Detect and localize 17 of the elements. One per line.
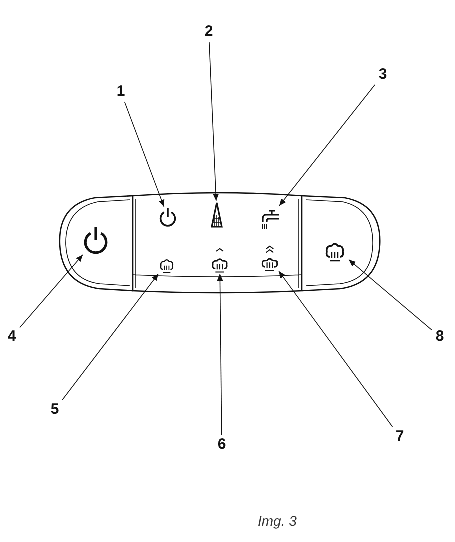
leader-line [279, 84, 376, 206]
leader-line [124, 102, 165, 208]
leader-line [20, 254, 84, 328]
callout-number: 4 [8, 326, 16, 347]
leader-line [278, 270, 394, 428]
callout-number: 8 [436, 326, 444, 347]
callout-number: 5 [50, 400, 60, 420]
callout-number: 2 [204, 22, 214, 42]
caption: Img. 3 [258, 512, 297, 531]
leader-line [209, 42, 220, 202]
leader-line [348, 259, 432, 331]
callout-number: 3 [378, 64, 388, 85]
callout-number: 6 [218, 434, 226, 455]
callout-number: 1 [116, 82, 126, 102]
callout-number: 7 [396, 426, 404, 447]
leader-line [62, 274, 160, 400]
leader-line [217, 274, 224, 436]
